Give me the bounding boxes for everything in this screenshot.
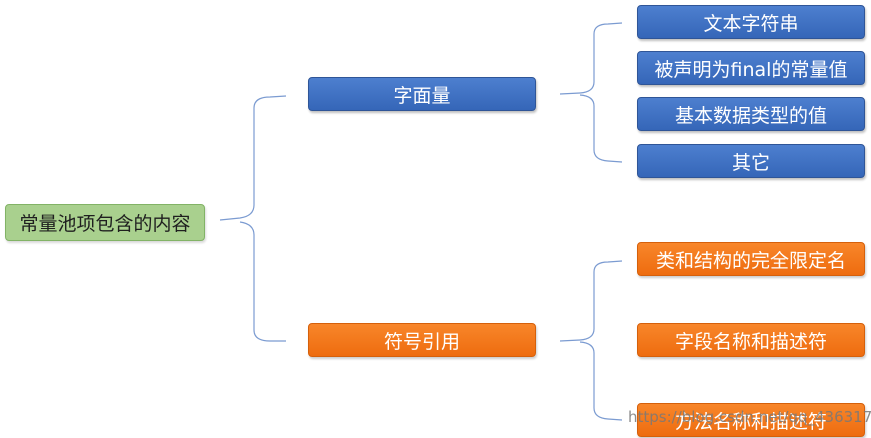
branch-literal-label: 字面量 — [393, 84, 451, 107]
watermark-text: https://blog.csdn.net/qq_43631707 — [628, 408, 871, 426]
literal-bracket-lower — [579, 94, 623, 163]
leaf-field-descriptor: 字段名称和描述符 — [637, 323, 865, 357]
symbol-bracket-lower — [579, 341, 623, 421]
literal-bracket — [559, 22, 623, 95]
leaf-method-descriptor-label: 方法名称和描述符 — [674, 410, 827, 433]
leaf-final-constant-label: 被声明为final的常量值 — [654, 58, 848, 81]
leaf-method-descriptor: 方法名称和描述符 — [637, 403, 865, 437]
branch-symbolic-reference: 符号引用 — [308, 323, 536, 357]
branch-symbolic-reference-label: 符号引用 — [383, 330, 460, 353]
leaf-text-string: 文本字符串 — [637, 5, 865, 39]
leaf-other: 其它 — [637, 144, 865, 178]
root-bracket — [219, 95, 287, 221]
root-label: 常量池项包含的内容 — [19, 213, 191, 235]
leaf-other-label: 其它 — [731, 151, 770, 174]
leaf-qualified-name: 类和结构的完全限定名 — [637, 242, 865, 276]
root-bracket-lower — [239, 221, 286, 342]
leaf-qualified-name-label: 类和结构的完全限定名 — [655, 249, 846, 272]
leaf-primitive-value: 基本数据类型的值 — [637, 97, 865, 131]
leaf-final-constant: 被声明为final的常量值 — [637, 51, 865, 85]
leaf-primitive-value-label: 基本数据类型的值 — [674, 104, 827, 127]
branch-literal: 字面量 — [308, 77, 536, 111]
leaf-field-descriptor-label: 字段名称和描述符 — [674, 330, 827, 353]
root-node: 常量池项包含的内容 — [5, 204, 205, 241]
symbol-bracket — [559, 260, 623, 342]
leaf-text-string-label: 文本字符串 — [703, 12, 799, 35]
